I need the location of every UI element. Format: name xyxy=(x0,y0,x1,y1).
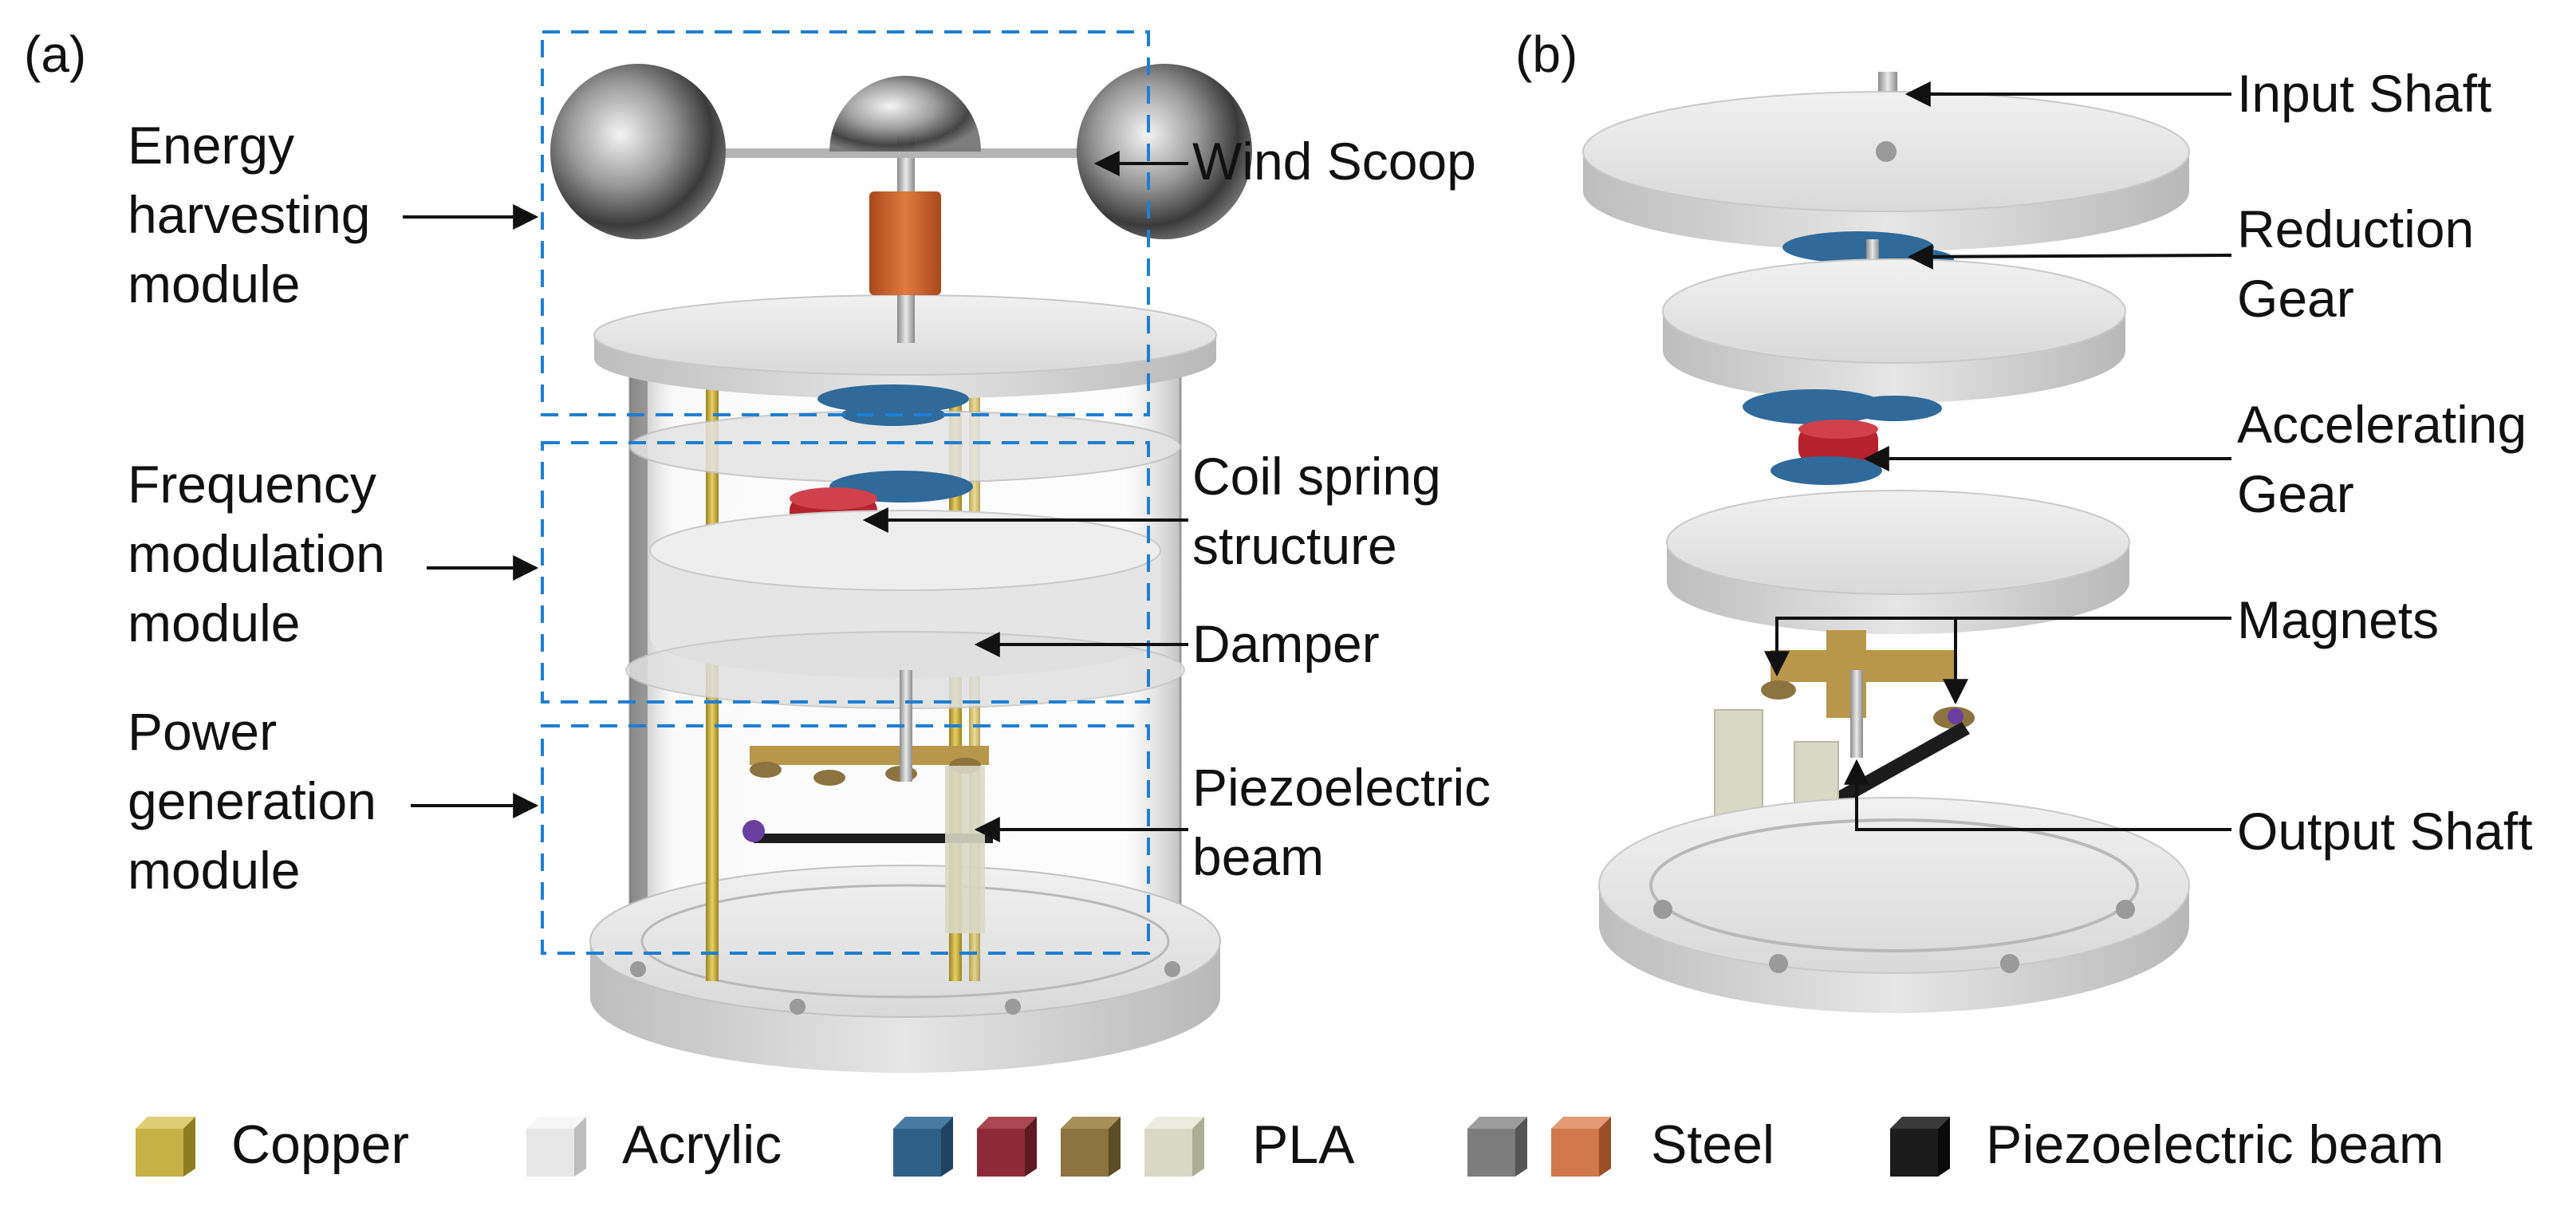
wind-arm xyxy=(698,148,1113,158)
base-plate-a xyxy=(589,865,1221,1073)
legend-item-piezo: Piezoelectric beam xyxy=(1882,1093,2444,1196)
material-legend: Copper Acrylic xyxy=(0,1093,2576,1220)
label-piezo-beam: Piezoelectric beam xyxy=(974,758,1491,886)
svg-text:Wind Scoop: Wind Scoop xyxy=(1192,132,1476,191)
svg-text:Reduction: Reduction xyxy=(2237,199,2474,258)
panel-label-a: (a) xyxy=(24,26,86,83)
svg-text:Coil spring: Coil spring xyxy=(1192,447,1441,506)
copper-swatch-icon xyxy=(136,1117,195,1177)
legend-item-pla: PLA xyxy=(885,1093,1355,1196)
top-plate-a xyxy=(593,294,1217,399)
piezo-beam-b xyxy=(1826,722,1970,810)
legend-label-acrylic: Acrylic xyxy=(622,1114,782,1175)
top-disc-b xyxy=(1582,91,2190,251)
svg-text:Input Shaft: Input Shaft xyxy=(2237,64,2491,123)
panel-label-b: (b) xyxy=(1515,26,1578,83)
svg-text:module: module xyxy=(128,593,300,652)
svg-text:Energy: Energy xyxy=(128,116,294,175)
figure-canvas: (a) xyxy=(24,26,2533,1073)
legend-item-copper: Copper xyxy=(128,1093,409,1196)
middle-disc-b2 xyxy=(1666,490,2130,634)
label-energy-module: Energy harvesting module xyxy=(128,116,539,313)
svg-text:Gear: Gear xyxy=(2237,464,2354,523)
base-disc-b xyxy=(1598,797,2190,1013)
label-frequency-module: Frequency modulation module xyxy=(128,455,539,652)
legend-label-pla: PLA xyxy=(1252,1114,1355,1175)
svg-text:structure: structure xyxy=(1192,516,1397,575)
label-input-shaft: Input Shaft xyxy=(1904,64,2491,123)
legend-label-steel: Steel xyxy=(1651,1114,1774,1175)
legend-label-piezo: Piezoelectric beam xyxy=(1986,1114,2444,1175)
svg-text:Magnets: Magnets xyxy=(2237,590,2439,649)
wind-scoop-cups xyxy=(550,64,1252,239)
label-coil-spring: Coil spring structure xyxy=(862,447,1441,575)
label-reduction-gear: Reduction Gear xyxy=(1907,199,2474,328)
magnet-holder-a xyxy=(750,670,989,786)
svg-text:Output Shaft: Output Shaft xyxy=(2237,802,2533,861)
svg-text:Frequency: Frequency xyxy=(128,455,376,514)
svg-text:Accelerating: Accelerating xyxy=(2237,395,2527,454)
svg-text:beam: beam xyxy=(1192,827,1324,886)
module-boxes xyxy=(541,30,1150,955)
svg-text:generation: generation xyxy=(128,771,376,830)
label-accelerating-gear: Accelerating Gear xyxy=(1863,395,2527,523)
legend-label-copper: Copper xyxy=(231,1114,410,1175)
accelerating-gear xyxy=(1743,389,1942,485)
steel-swatch-icons xyxy=(1467,1117,1611,1177)
svg-text:Power: Power xyxy=(128,702,277,761)
label-damper: Damper xyxy=(974,614,1380,673)
svg-text:Gear: Gear xyxy=(2237,269,2354,328)
label-power-module: Power generation module xyxy=(128,702,539,900)
svg-text:Piezoelectric: Piezoelectric xyxy=(1192,758,1491,817)
piezo-swatch-icon xyxy=(1890,1117,1950,1177)
pla-swatch-icons xyxy=(893,1117,1204,1177)
svg-text:harvesting: harvesting xyxy=(128,185,371,244)
svg-text:modulation: modulation xyxy=(128,524,385,583)
magnet-cross xyxy=(1761,630,1975,758)
label-magnets: Magnets xyxy=(1764,590,2439,705)
acrylic-swatch-icon xyxy=(526,1117,586,1177)
piezo-beam-a xyxy=(742,766,993,933)
svg-text:module: module xyxy=(128,841,300,900)
middle-disc-b1 xyxy=(1662,258,2126,403)
label-output-shaft: Output Shaft xyxy=(1844,759,2533,861)
steel-sleeve xyxy=(869,191,941,295)
svg-text:Damper: Damper xyxy=(1192,614,1380,673)
label-wind-scoop: Wind Scoop xyxy=(1093,132,1476,191)
svg-text:module: module xyxy=(128,254,300,313)
legend-item-acrylic: Acrylic xyxy=(518,1093,782,1196)
legend-item-steel: Steel xyxy=(1459,1093,1774,1196)
